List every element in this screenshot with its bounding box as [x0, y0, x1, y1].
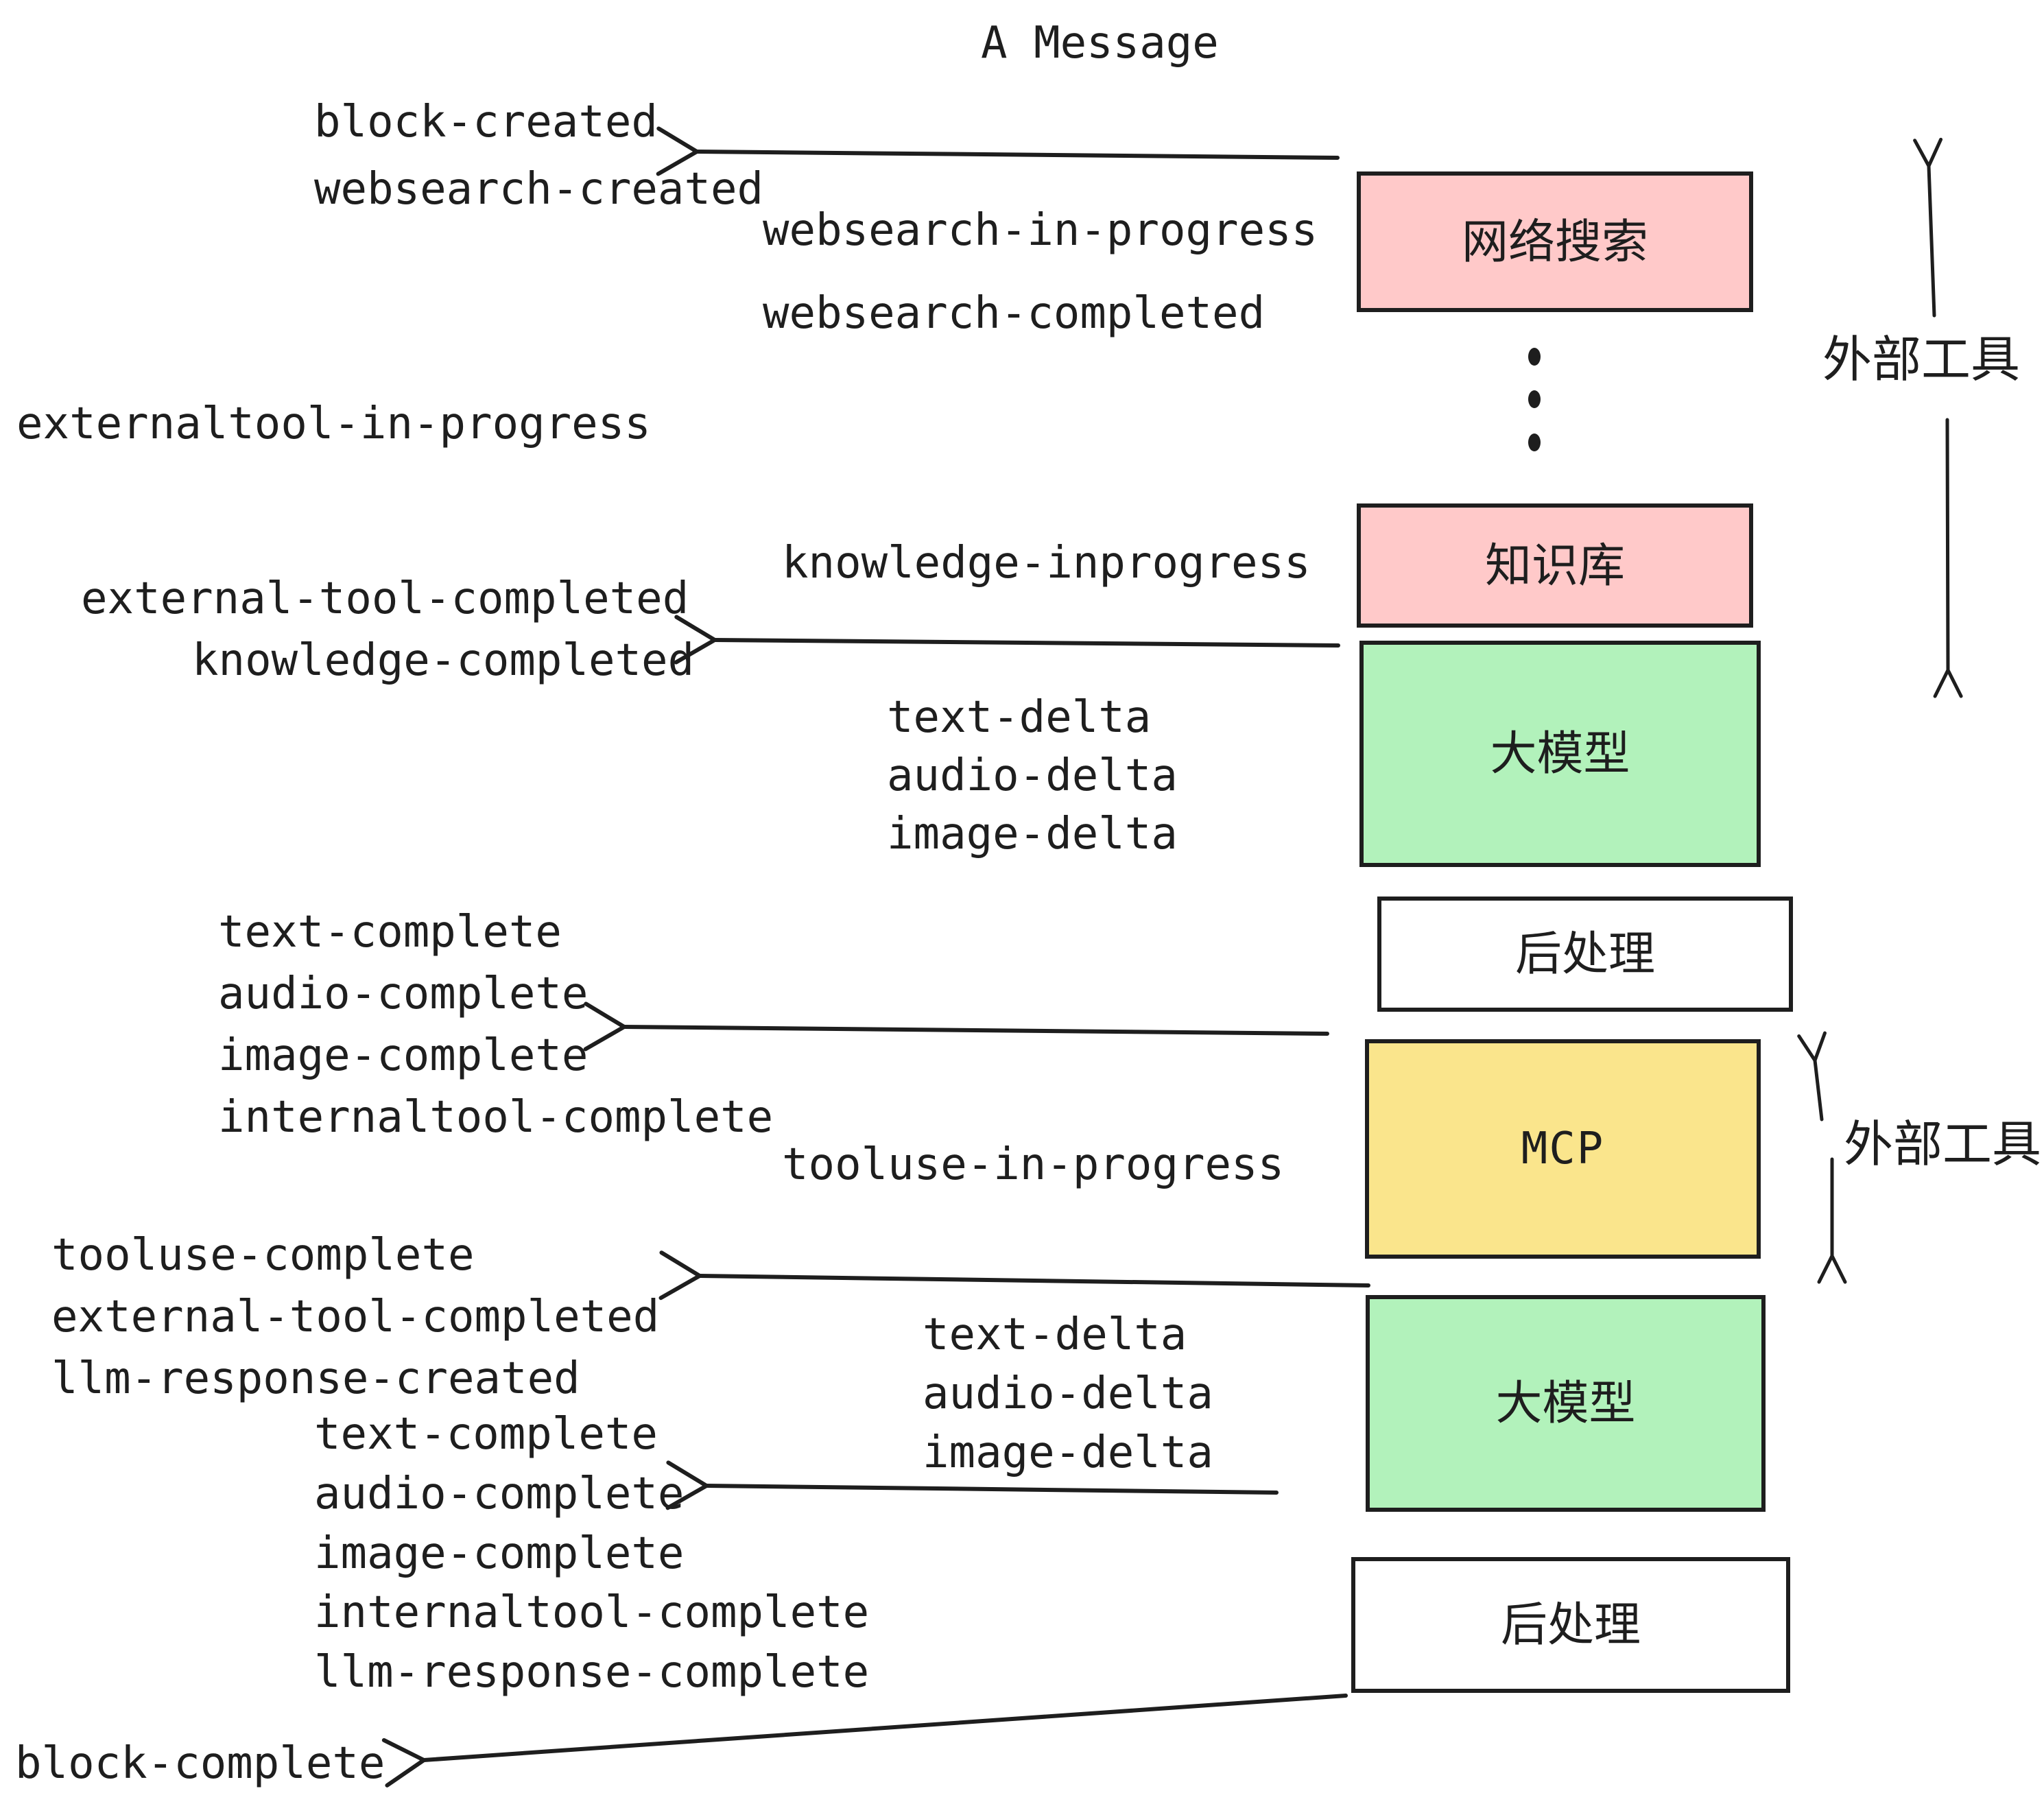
event-label-image-complete-2: image-complete — [314, 1528, 685, 1579]
event-label-audio-delta: audio-delta — [887, 750, 1178, 801]
ellipsis-dot-3 — [1528, 434, 1541, 451]
event-label-knowledge-completed: knowledge-completed — [192, 635, 695, 686]
event-label-external-tool-completed-2: external-tool-completed — [51, 1292, 660, 1342]
event-label-block-complete: block-complete — [15, 1738, 385, 1789]
event-label-image-delta-2: image-delta — [923, 1427, 1213, 1478]
arrow-block-complete — [381, 1694, 1348, 1788]
arrow-websearch-to-block-created — [656, 126, 1340, 176]
external-tools-mcp-label: 外部工具 — [1844, 1117, 2042, 1172]
box-llm-2: 大模型 — [1366, 1295, 1766, 1512]
event-label-internaltool-complete: internaltool-complete — [218, 1092, 774, 1143]
event-label-websearch-completed: websearch-completed — [763, 288, 1265, 339]
box-websearch-label: 网络搜索 — [1461, 215, 1648, 268]
event-label-text-delta: text-delta — [887, 692, 1152, 743]
arrow-knowledge-completed — [674, 615, 1340, 665]
arrow-external-tools-top-up — [1913, 137, 1943, 318]
event-label-text-delta-2: text-delta — [923, 1309, 1187, 1360]
arrow-image-complete — [583, 1001, 1329, 1052]
arrow-external-tools-top-down — [1933, 418, 1963, 698]
event-label-audio-delta-2: audio-delta — [923, 1368, 1213, 1419]
event-label-external-tool-completed: external-tool-completed — [81, 573, 689, 624]
event-label-externaltool-in-progress: externaltool-in-progress — [16, 399, 651, 449]
box-postprocess-1: 后处理 — [1377, 897, 1793, 1012]
event-label-websearch-created: websearch-created — [314, 164, 764, 215]
event-label-image-complete: image-complete — [218, 1030, 589, 1081]
box-llm-2-label: 大模型 — [1495, 1377, 1636, 1429]
event-label-knowledge-inprogress: knowledge-inprogress — [782, 538, 1311, 589]
event-label-text-complete: text-complete — [218, 907, 562, 958]
event-label-llm-response-created: llm-response-created — [51, 1353, 580, 1404]
event-label-image-delta: image-delta — [887, 809, 1178, 859]
event-label-tooluse-in-progress: tooluse-in-progress — [782, 1139, 1285, 1190]
box-knowledge-label: 知识库 — [1484, 539, 1625, 592]
box-postprocess-2: 后处理 — [1351, 1557, 1790, 1693]
event-label-audio-complete: audio-complete — [218, 969, 589, 1019]
box-websearch: 网络搜索 — [1357, 171, 1753, 312]
arrow-audio-complete — [665, 1460, 1279, 1510]
arrow-tooluse-complete — [658, 1250, 1370, 1301]
box-postprocess-1-label: 后处理 — [1514, 928, 1655, 980]
diagram-title: A Message — [981, 18, 1219, 69]
box-knowledge: 知识库 — [1357, 503, 1753, 628]
box-llm-1-label: 大模型 — [1490, 728, 1630, 780]
event-label-internaltool-complete-2: internaltool-complete — [314, 1587, 870, 1638]
event-label-llm-response-complete: llm-response-complete — [314, 1647, 870, 1698]
event-label-block-created: block-created — [314, 97, 658, 147]
event-label-text-complete-2: text-complete — [314, 1409, 658, 1460]
box-llm-1: 大模型 — [1359, 641, 1761, 867]
event-label-websearch-in-progress: websearch-in-progress — [763, 205, 1318, 256]
arrow-external-tools-mcp-up — [1797, 1031, 1827, 1121]
box-mcp-label: MCP — [1521, 1124, 1605, 1174]
event-label-audio-complete-2: audio-complete — [314, 1469, 685, 1519]
ellipsis-dot-1 — [1528, 348, 1541, 366]
event-label-tooluse-complete: tooluse-complete — [51, 1230, 475, 1281]
ellipsis-dot-2 — [1528, 390, 1541, 408]
external-tools-top-label: 外部工具 — [1822, 333, 2021, 388]
box-mcp: MCP — [1365, 1039, 1761, 1259]
box-postprocess-2-label: 后处理 — [1500, 1599, 1641, 1651]
